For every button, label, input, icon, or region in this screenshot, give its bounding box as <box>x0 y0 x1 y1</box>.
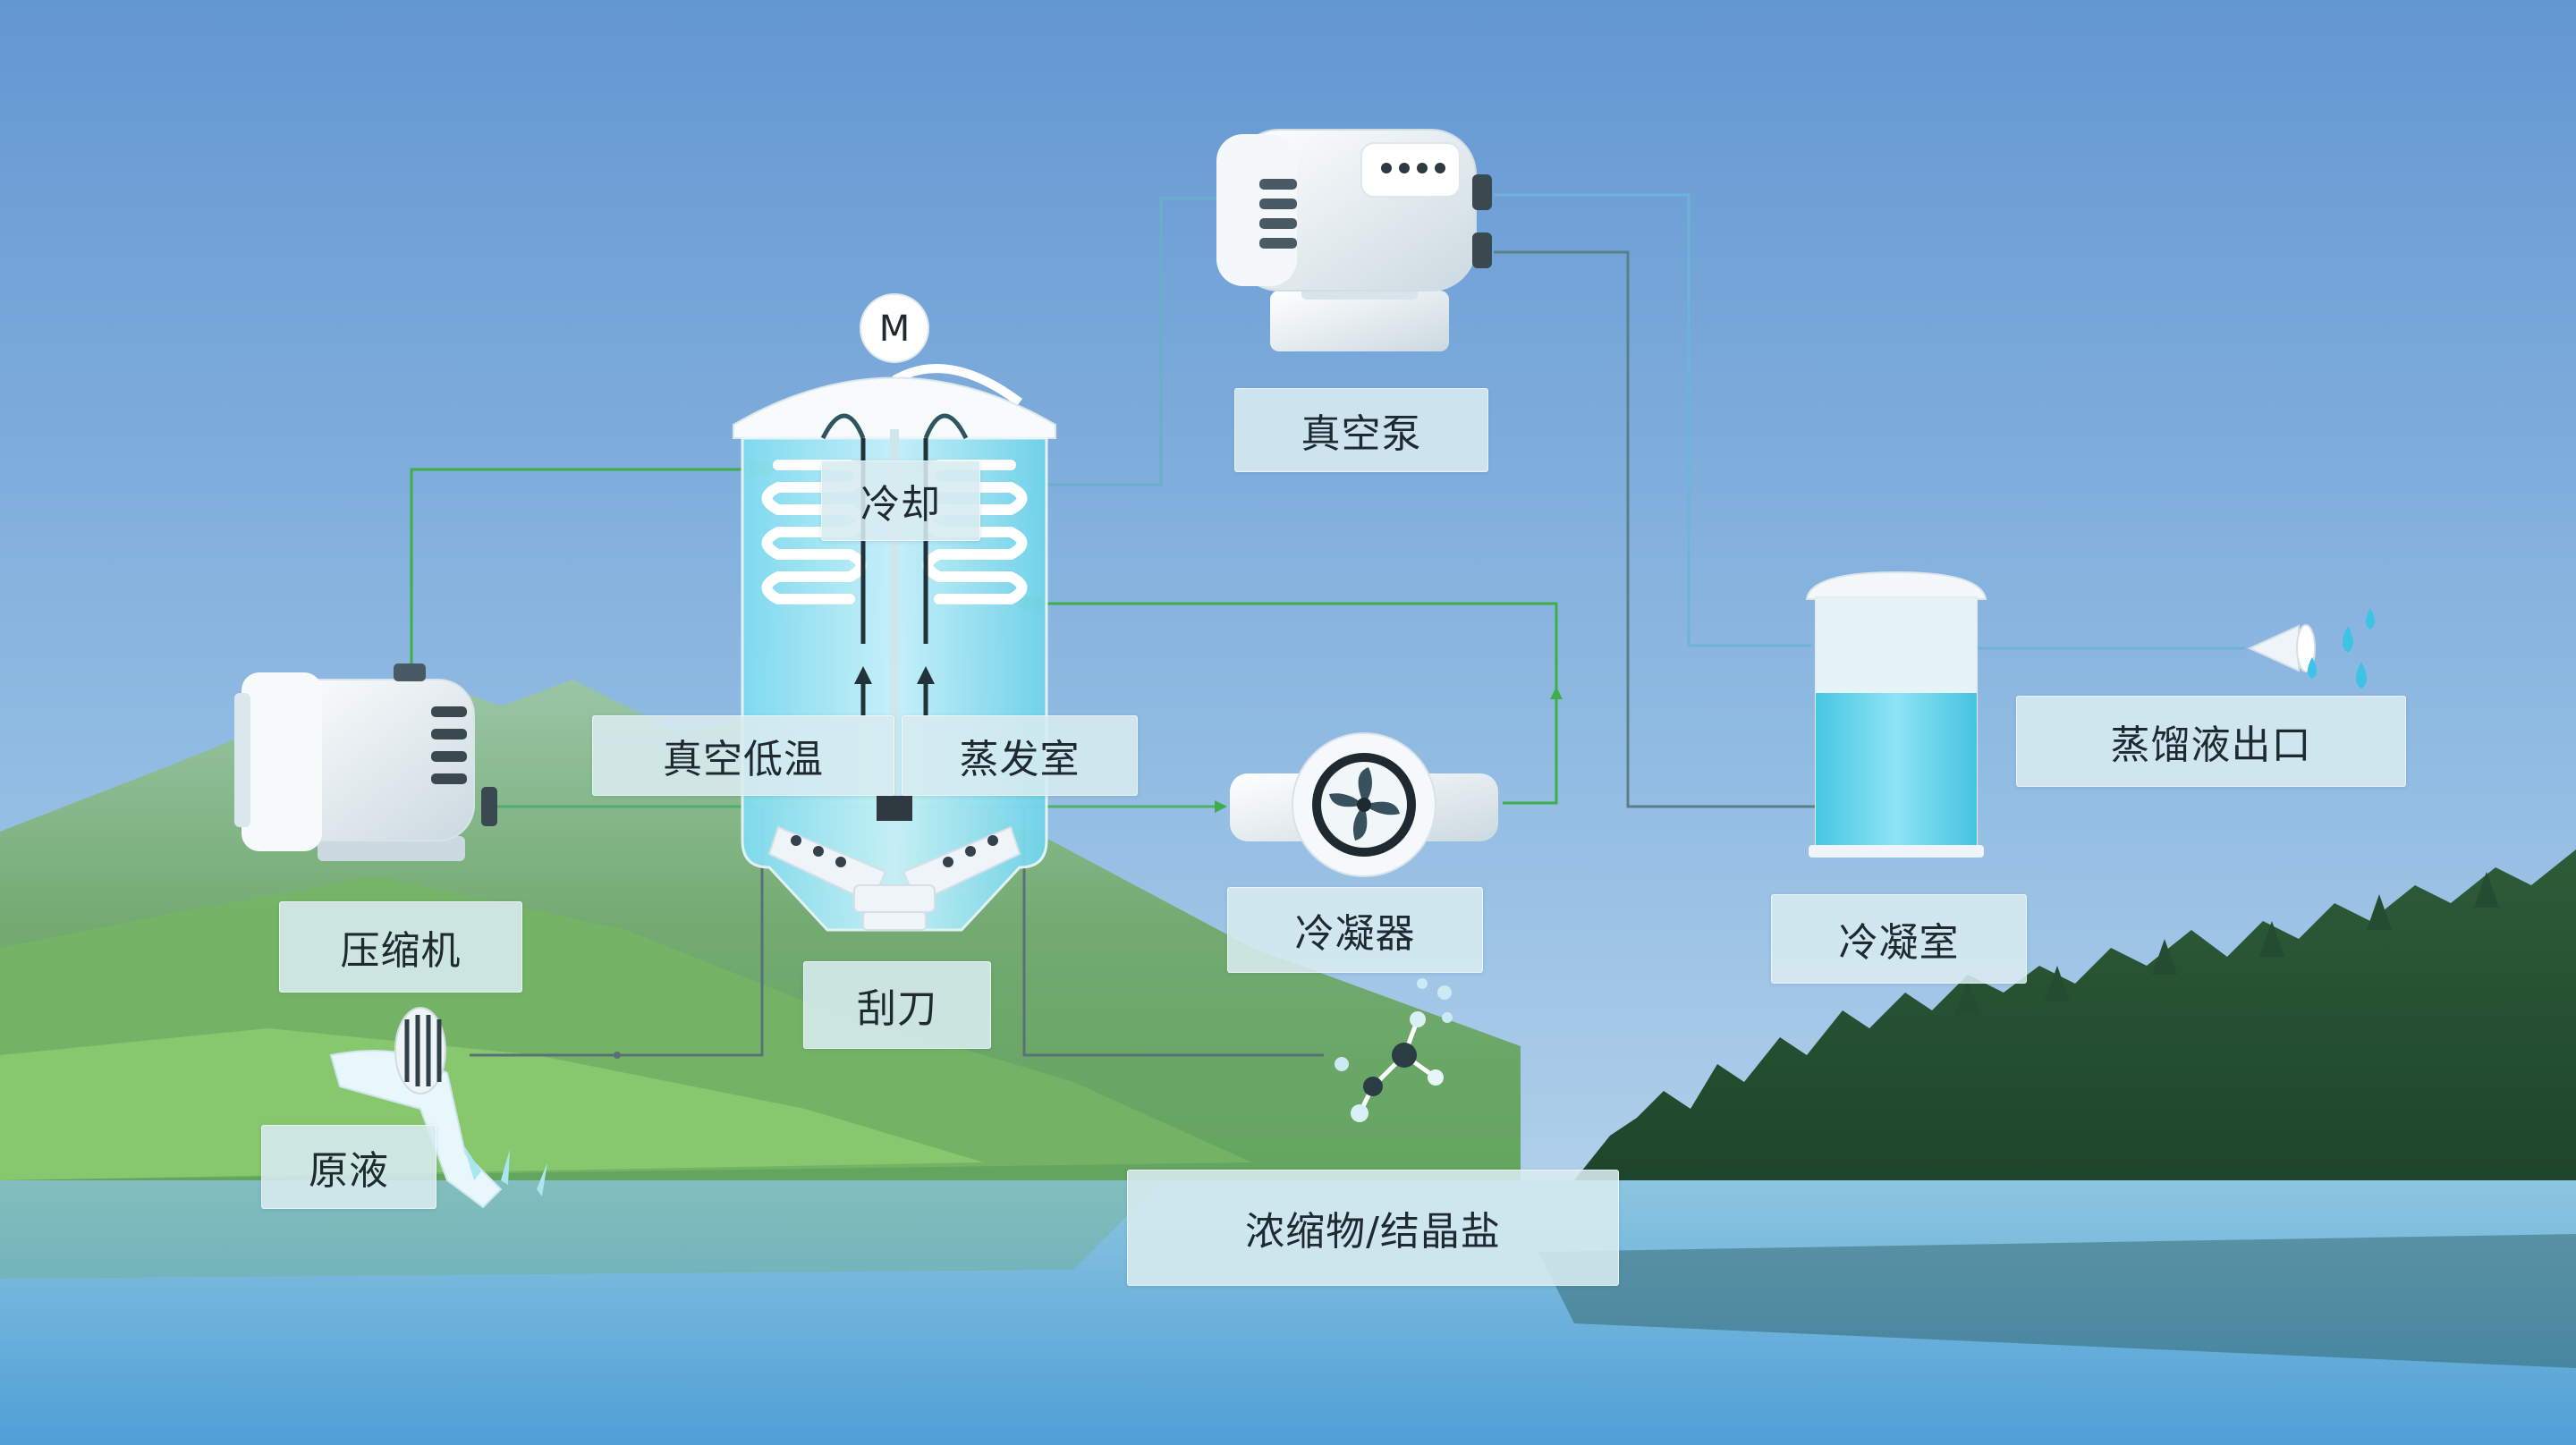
compressor-icon <box>234 663 497 861</box>
label-concentrate-salt: 浓缩物/结晶盐 <box>1127 1170 1619 1286</box>
label-condenser: 冷凝器 <box>1227 887 1483 973</box>
pipe-vacuum-to-chamber <box>1494 193 1811 647</box>
pipe-raw-to-tank <box>470 809 764 1057</box>
condensing-tank-icon <box>1805 570 1987 858</box>
label-cooling: 冷却 <box>821 461 980 541</box>
label-vacuum-pump: 真空泵 <box>1234 388 1488 472</box>
label-evaporation-chamber: 蒸发室 <box>902 715 1138 796</box>
pipe-tank-to-crystals <box>1022 809 1324 1057</box>
condenser-fan-icon <box>1230 732 1498 877</box>
vacuum-pump-icon <box>1216 129 1492 351</box>
pipe-tank-to-vacuum-pump <box>1042 197 1216 486</box>
label-vacuum-low-temp: 真空低温 <box>592 715 894 796</box>
pipe-vacuum-return <box>1494 250 1816 808</box>
evaporator-tank-icon <box>733 376 1056 932</box>
water-drops-icon <box>2308 608 2375 689</box>
label-raw-liquid: 原液 <box>261 1125 436 1209</box>
motor-icon: M <box>860 293 1022 407</box>
crystal-molecule-icon <box>1335 978 1453 1122</box>
label-condensing-chamber: 冷凝室 <box>1771 894 2027 984</box>
label-distillate-outlet: 蒸馏液出口 <box>2016 696 2406 787</box>
nozzle-icon <box>2247 624 2316 672</box>
raw-liquid-pipe-icon <box>329 1007 547 1209</box>
pipe-condenser-to-tank <box>1042 602 1558 805</box>
label-compressor: 压缩机 <box>279 901 522 993</box>
motor-symbol: M <box>879 308 911 350</box>
label-scraper: 刮刀 <box>803 961 991 1049</box>
pipe-compressor-to-tank <box>410 468 760 666</box>
